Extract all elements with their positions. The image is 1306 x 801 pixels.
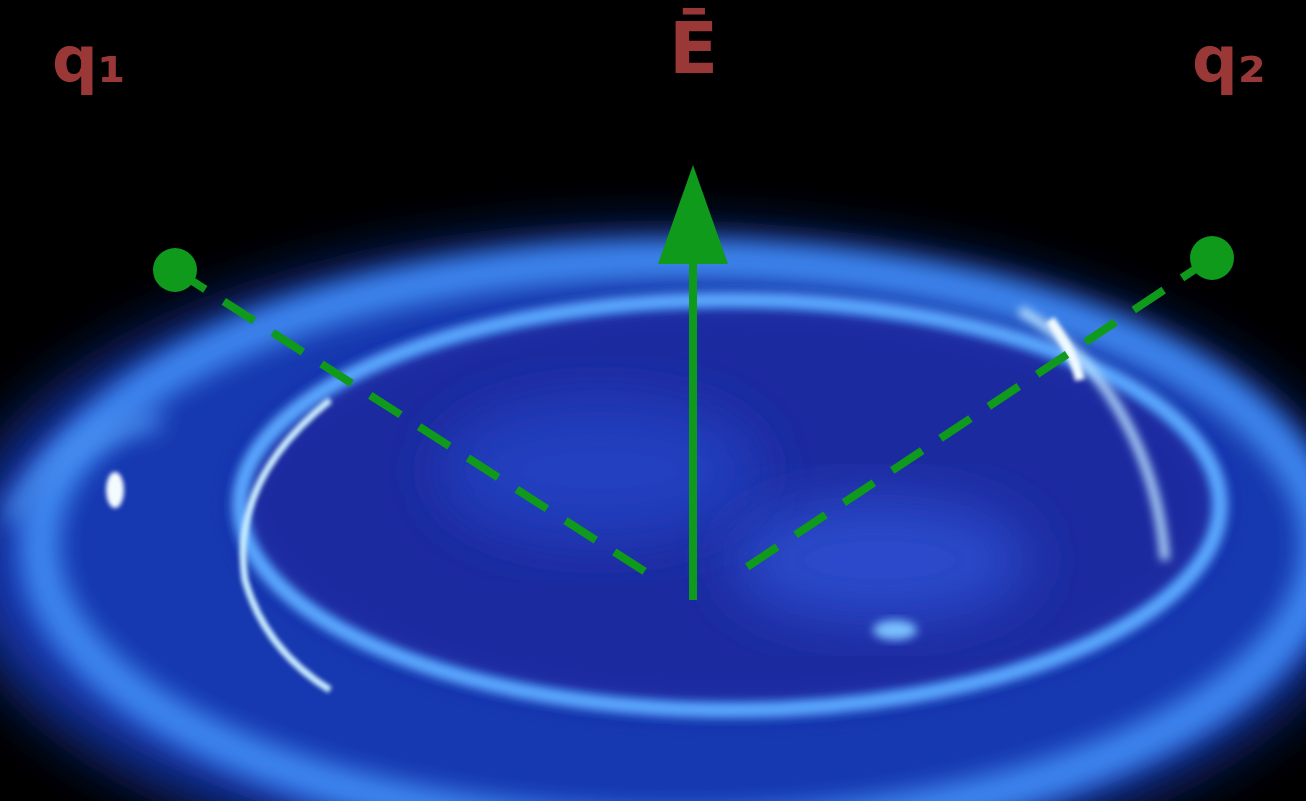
arrowhead	[658, 165, 728, 264]
charge-label: q₂	[1192, 28, 1266, 92]
field-vector	[689, 255, 697, 600]
aurora-interior	[240, 300, 1220, 710]
bright-spot	[873, 620, 917, 640]
bright-arc	[1020, 310, 1165, 560]
field-label: Ē	[669, 12, 718, 84]
bright-spot	[106, 472, 124, 508]
bright-arc	[243, 400, 330, 690]
bright-spot	[1050, 320, 1080, 380]
main-aurora-ring	[240, 300, 1220, 710]
dashed-line	[735, 258, 1212, 575]
dashed-line	[175, 270, 658, 580]
outer-aurora-band	[10, 420, 160, 520]
charge-dot	[1190, 236, 1234, 280]
aurora-halo	[0, 240, 1306, 801]
charge-label: q₁	[52, 28, 126, 92]
charge-dot	[153, 248, 197, 292]
interior-glow	[730, 500, 1030, 620]
outer-aurora-band	[40, 260, 1306, 801]
